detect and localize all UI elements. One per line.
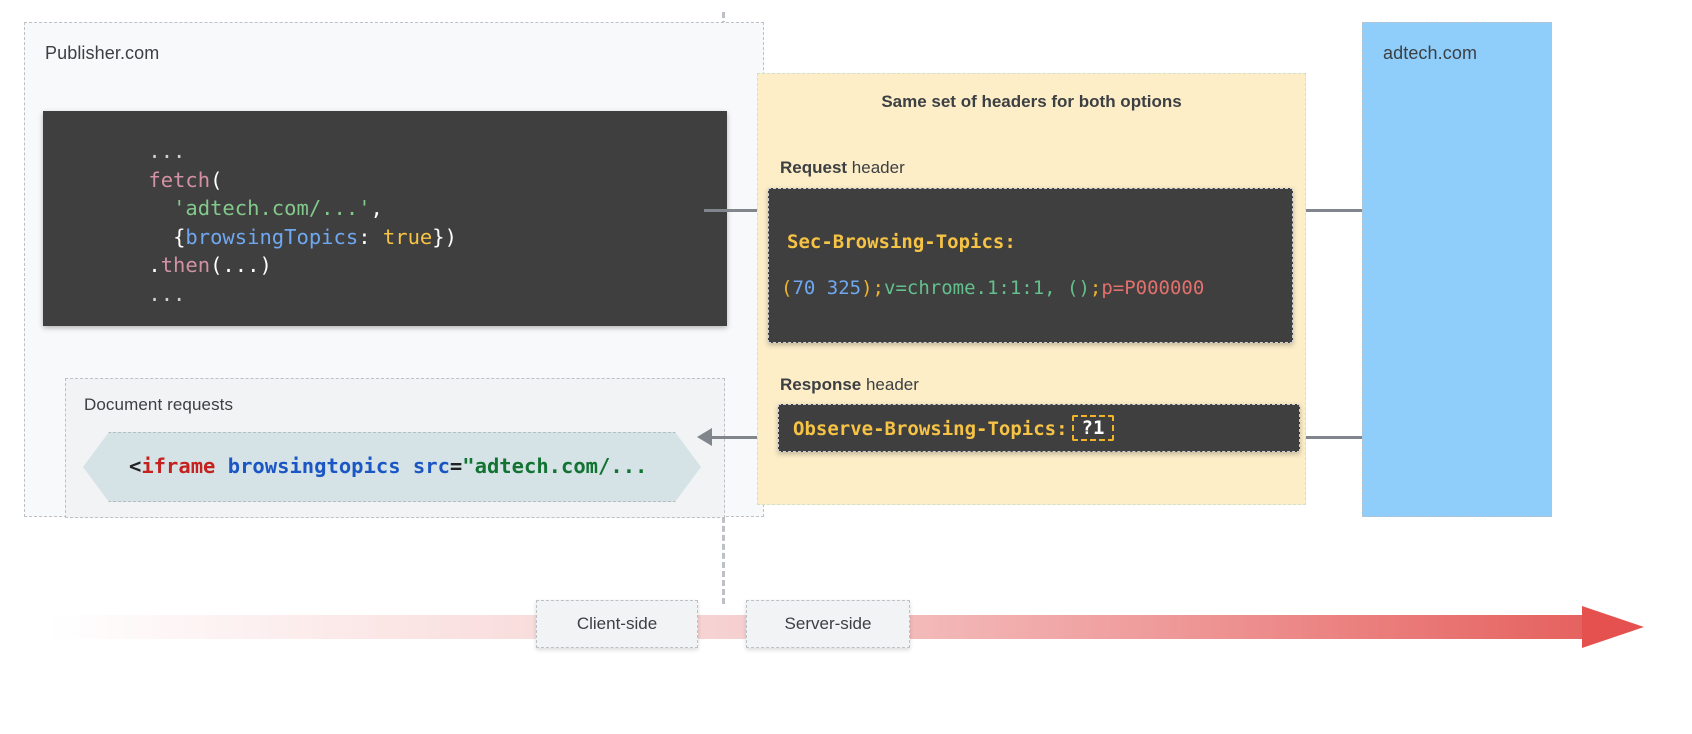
code-token: true	[382, 224, 433, 249]
client-side-label: Client-side	[576, 614, 658, 633]
code-token: .	[148, 253, 161, 277]
code-token: {	[173, 224, 186, 249]
timeline-arrowhead-icon	[1582, 606, 1644, 648]
response-header-label-bold: Response	[780, 375, 862, 394]
code-token	[215, 454, 227, 478]
code-token: :	[358, 224, 383, 249]
code-token: ...	[148, 281, 186, 306]
code-token: then	[160, 253, 211, 277]
response-connector-right	[1298, 436, 1368, 439]
code-token: })	[432, 224, 457, 249]
code-token: ...	[148, 139, 186, 163]
request-header-label-rest: header	[847, 158, 905, 177]
headers-panel: Same set of headers for both options Req…	[757, 73, 1306, 505]
request-header-label: Request header	[780, 158, 905, 178]
server-side-label: Server-side	[784, 614, 872, 633]
code-token: <	[129, 454, 142, 478]
request-connector-left	[704, 209, 768, 212]
code-token: iframe	[141, 454, 216, 478]
code-token: ;	[1089, 277, 1102, 299]
response-header-value-badge: ?1	[1071, 415, 1115, 441]
document-requests-panel: Document requests <iframe browsingtopics…	[65, 378, 725, 518]
code-token: (	[210, 167, 223, 192]
response-connector-left	[704, 436, 780, 439]
code-token: (	[781, 277, 793, 299]
server-side-chip: Server-side	[746, 600, 910, 648]
request-header-value: (70 325);v=chrome.1:1:1, ();p=P000000	[781, 277, 1204, 299]
response-header-label: Response header	[780, 375, 919, 395]
code-token: browsingtopics src	[227, 454, 450, 478]
iframe-snippet-text: <iframe browsingtopics src="adtech.com/.…	[129, 454, 647, 478]
fetch-code-block: ... fetch( 'adtech.com/...', {browsingTo…	[43, 111, 727, 326]
response-header-box: Observe-Browsing-Topics:?1	[778, 404, 1300, 452]
headers-panel-title: Same set of headers for both options	[881, 92, 1182, 111]
adtech-title: adtech.com	[1383, 43, 1478, 63]
code-token: =	[449, 454, 463, 478]
document-requests-title: Document requests	[84, 395, 234, 414]
adtech-panel: adtech.com	[1362, 22, 1552, 517]
code-token: (...)	[210, 253, 272, 277]
code-token: p=P000000	[1101, 277, 1205, 299]
code-token: 70 325	[792, 277, 862, 299]
code-token: ;	[872, 277, 884, 299]
publisher-panel: Publisher.com ... fetch( 'adtech.com/...…	[24, 22, 764, 518]
response-header-label-rest: header	[861, 375, 919, 394]
request-header-box: Sec-Browsing-Topics: (70 325);v=chrome.1…	[768, 188, 1293, 343]
code-token: )	[861, 277, 873, 299]
client-side-chip: Client-side	[536, 600, 698, 648]
request-header-name: Sec-Browsing-Topics:	[787, 231, 1016, 253]
iframe-snippet-chevron: <iframe browsingtopics src="adtech.com/.…	[83, 432, 701, 502]
request-header-label-bold: Request	[780, 158, 848, 177]
code-token: v=chrome.1:1:1, ()	[884, 277, 1090, 299]
code-token: ,	[370, 196, 383, 220]
fetch-code-text: ... fetch( 'adtech.com/...', {browsingTo…	[43, 111, 727, 308]
request-connector-right	[1290, 209, 1378, 212]
code-token: "adtech.com/...	[462, 454, 648, 478]
code-token: fetch	[148, 167, 211, 192]
publisher-title: Publisher.com	[45, 43, 160, 63]
code-token: 'adtech.com/...'	[173, 196, 371, 220]
response-arrowhead-icon	[697, 428, 712, 446]
response-header-line: Observe-Browsing-Topics:?1	[793, 415, 1115, 442]
response-header-name: Observe-Browsing-Topics:	[793, 418, 1068, 440]
code-token: browsingTopics	[185, 224, 359, 249]
